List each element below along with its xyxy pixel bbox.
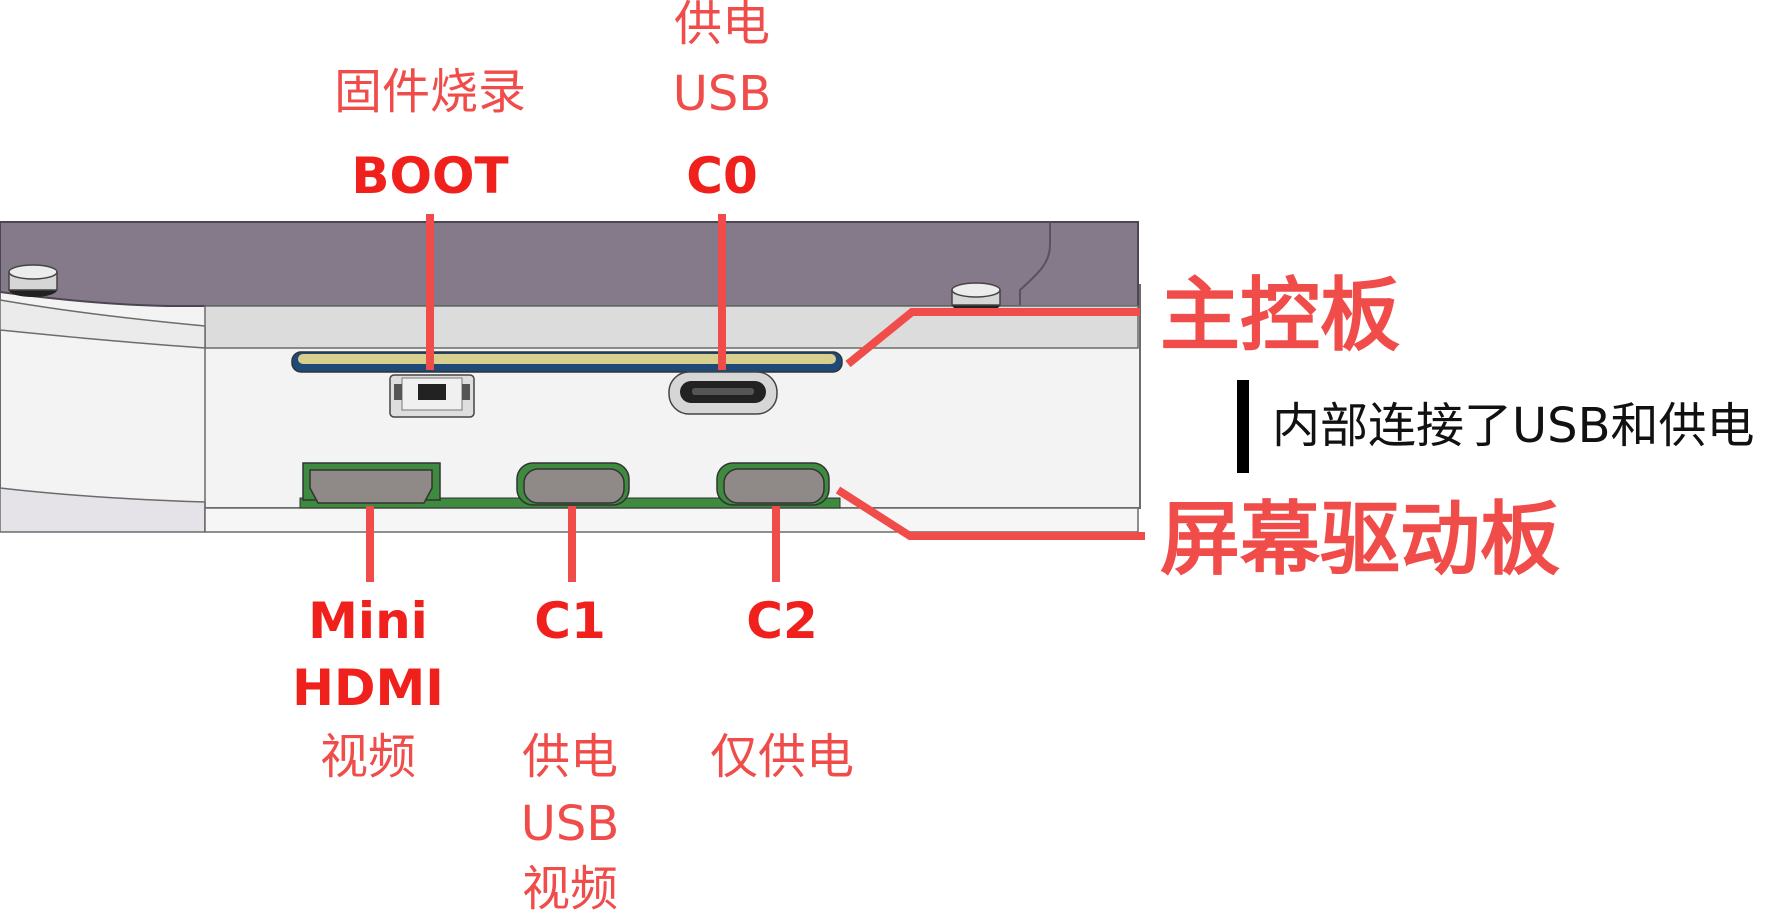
case-bottom-strip	[204, 507, 1139, 533]
note-bar	[1237, 380, 1249, 473]
screen-board-leader-line	[835, 486, 1145, 540]
c0-label: C0	[686, 147, 758, 205]
c0-description-line2: USB	[672, 66, 772, 122]
boot-label: BOOT	[351, 147, 509, 205]
hdmi-port-part	[302, 462, 441, 504]
screw-left	[8, 264, 58, 297]
case-lid-step	[1019, 222, 1051, 330]
c1-description-line2: USB	[520, 796, 620, 852]
c1-port-part	[516, 462, 630, 506]
boot-button-part	[389, 374, 475, 418]
c0-description-line1: 供电	[673, 0, 771, 52]
boot-description: 固件烧录	[333, 64, 527, 120]
c1-label: C1	[534, 592, 606, 650]
c2-label: C2	[746, 592, 818, 650]
screw-right	[951, 282, 1001, 312]
main-board-leader-line	[845, 308, 1140, 368]
screen-board-label: 屏幕驱动板	[1160, 493, 1560, 586]
internal-connection-note: 内部连接了USB和供电	[1272, 398, 1755, 454]
hdmi-label-line1: Mini	[308, 592, 428, 650]
c1-description-line1: 供电	[521, 729, 619, 785]
hdmi-label-line2: HDMI	[292, 659, 444, 717]
c0-usb-c-part	[668, 371, 778, 415]
main-board-label: 主控板	[1160, 269, 1400, 362]
c2-port-part	[716, 462, 830, 506]
main-board-edge	[298, 354, 836, 364]
hdmi-description: 视频	[319, 729, 417, 785]
c2-description: 仅供电	[709, 729, 855, 785]
c1-description-line3: 视频	[521, 861, 619, 917]
